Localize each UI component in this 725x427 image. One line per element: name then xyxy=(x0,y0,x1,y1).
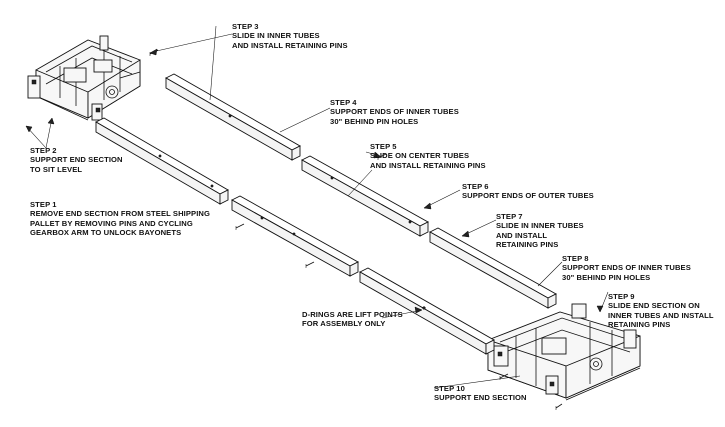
right-end-section xyxy=(487,303,641,401)
step9-title: STEP 9 xyxy=(608,292,635,301)
tube-lower-1 xyxy=(95,117,229,205)
step6-title: STEP 6 xyxy=(462,182,489,191)
step4-label: STEP 4 SUPPORT ENDS OF INNER TUBES 30" B… xyxy=(330,98,459,126)
step9-line: RETAINING PINS xyxy=(608,320,671,330)
d-rings-note-line: D-RINGS ARE LIFT POINTS xyxy=(302,310,403,319)
left-end-section xyxy=(27,35,141,121)
step7-line: AND INSTALL xyxy=(496,230,548,240)
tube-lower-3 xyxy=(359,267,495,355)
step10-label: STEP 10 SUPPORT END SECTION xyxy=(434,384,527,403)
arrowheads xyxy=(25,48,604,314)
step1-line: PALLET BY REMOVING PINS AND CYCLING xyxy=(30,218,193,228)
step10-line: SUPPORT END SECTION xyxy=(434,393,527,403)
step3-title: STEP 3 xyxy=(232,22,259,31)
step7-line: SLIDE IN INNER TUBES xyxy=(496,221,584,231)
step6-line: SUPPORT ENDS OF OUTER TUBES xyxy=(462,191,594,201)
step1-line: GEARBOX ARM TO UNLOCK BAYONETS xyxy=(30,228,182,238)
step2-line: TO SIT LEVEL xyxy=(30,164,83,174)
step2-line: SUPPORT END SECTION xyxy=(30,155,123,165)
step2-label: STEP 2 SUPPORT END SECTION TO SIT LEVEL xyxy=(30,146,123,174)
step7-line: RETAINING PINS xyxy=(496,240,559,250)
tube-upper-2 xyxy=(301,155,429,237)
step3-line: AND INSTALL RETAINING PINS xyxy=(232,40,348,50)
step1-title: STEP 1 xyxy=(30,200,57,209)
step7-label: STEP 7 SLIDE IN INNER TUBES AND INSTALL … xyxy=(496,212,584,250)
step9-line: INNER TUBES AND INSTALL xyxy=(608,310,714,320)
step4-line: 30" BEHIND PIN HOLES xyxy=(330,116,419,126)
step1-line: REMOVE END SECTION FROM STEEL SHIPPING xyxy=(30,209,211,219)
step5-line: AND INSTALL RETAINING PINS xyxy=(370,160,486,170)
step1-label: STEP 1 REMOVE END SECTION FROM STEEL SHI… xyxy=(30,200,210,238)
step5-label: STEP 5 SLIDE ON CENTER TUBES AND INSTALL… xyxy=(370,142,486,170)
step10-title: STEP 10 xyxy=(434,384,465,393)
step4-title: STEP 4 xyxy=(330,98,357,107)
step8-line: 30" BEHIND PIN HOLES xyxy=(562,272,651,282)
step4-line: SUPPORT ENDS OF INNER TUBES xyxy=(330,107,459,117)
tube-upper-3 xyxy=(429,227,557,309)
step3-label: STEP 3 SLIDE IN INNER TUBES AND INSTALL … xyxy=(232,22,348,50)
step7-title: STEP 7 xyxy=(496,212,523,221)
step6-label: STEP 6 SUPPORT ENDS OF OUTER TUBES xyxy=(462,182,594,201)
step8-label: STEP 8 SUPPORT ENDS OF INNER TUBES 30" B… xyxy=(562,254,691,282)
step9-line: SLIDE END SECTION ON xyxy=(608,301,700,311)
tube-upper-1 xyxy=(165,73,301,161)
d-rings-note-line: FOR ASSEMBLY ONLY xyxy=(302,319,386,329)
step9-label: STEP 9 SLIDE END SECTION ON INNER TUBES … xyxy=(608,292,714,330)
step8-title: STEP 8 xyxy=(562,254,589,263)
step2-title: STEP 2 xyxy=(30,146,57,155)
step8-line: SUPPORT ENDS OF INNER TUBES xyxy=(562,263,691,273)
d-rings-note: D-RINGS ARE LIFT POINTS FOR ASSEMBLY ONL… xyxy=(302,310,403,329)
step5-line: SLIDE ON CENTER TUBES xyxy=(370,151,470,161)
tube-lower-2 xyxy=(231,195,359,277)
step5-title: STEP 5 xyxy=(370,142,397,151)
step3-line: SLIDE IN INNER TUBES xyxy=(232,31,320,41)
